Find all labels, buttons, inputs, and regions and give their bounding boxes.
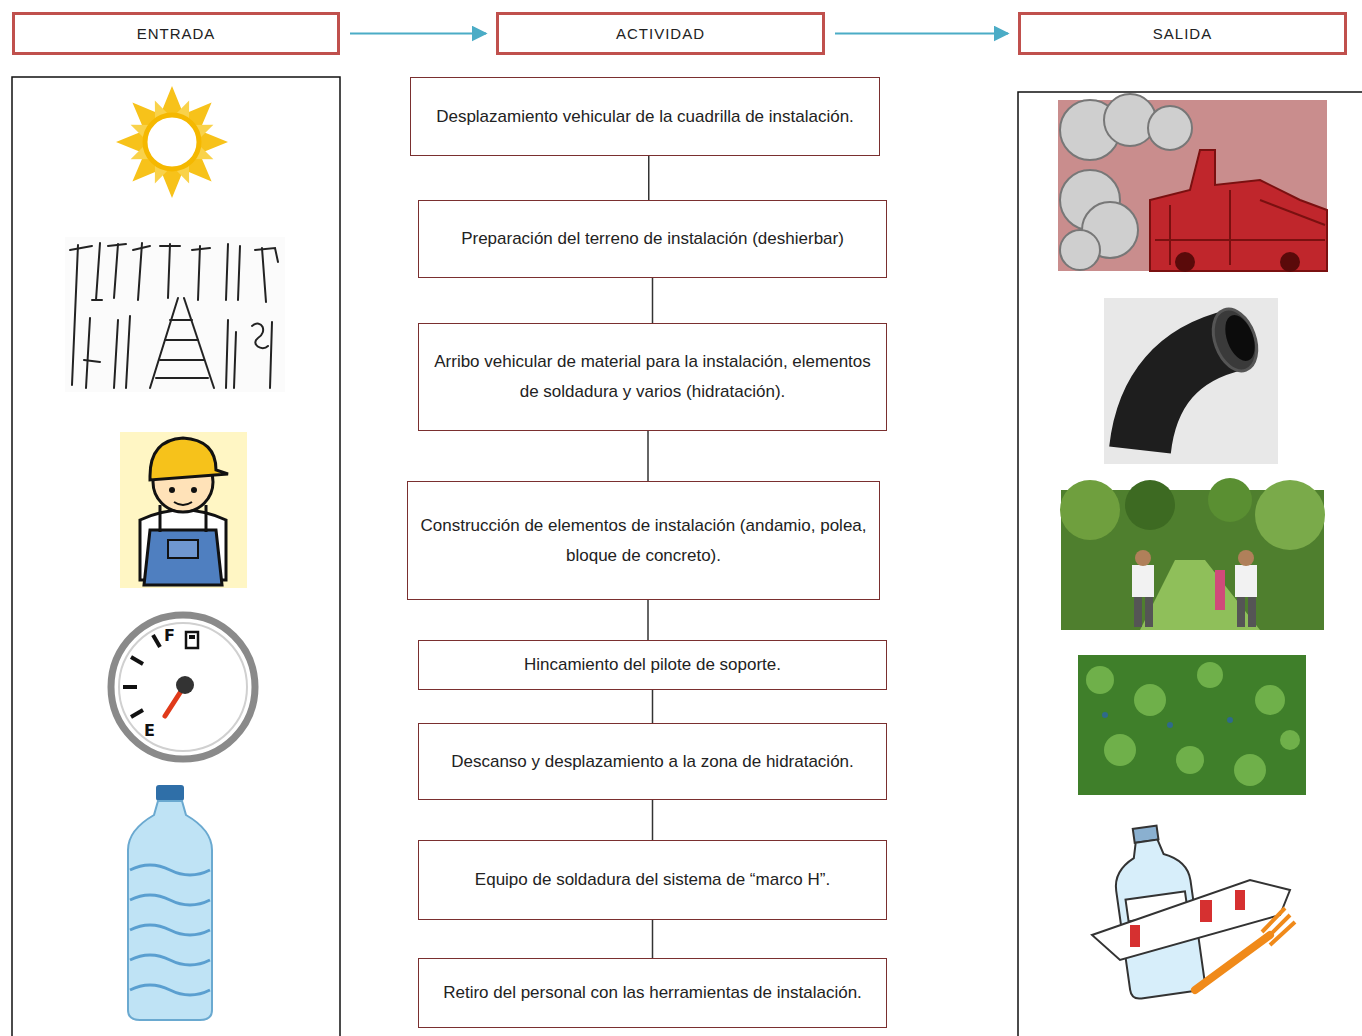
node-text: Desplazamiento vehicular de la cuadrilla… [436,102,854,132]
process-box: Construcción de elementos de instalación… [407,481,880,600]
node-text: SALIDA [1153,25,1212,42]
flow-line [652,800,654,840]
node-text: Hincamiento del pilote de soporte. [524,650,781,680]
gauge-letter: F [164,627,175,645]
process-box: Arribo vehicular de material para la ins… [418,323,887,431]
water-bottle-icon [128,785,212,1020]
header-box: ACTIVIDAD [496,12,825,55]
vegetation-photo [1078,655,1306,795]
flow-line [652,278,654,323]
flow-line [652,690,654,723]
smoke-truck-image [1058,94,1327,272]
flow-arrow [835,33,1008,35]
pipe-elbow-image [1104,298,1278,464]
flow-line [647,600,649,640]
node-text: ACTIVIDAD [616,25,705,42]
fuel-gauge-icon [111,615,255,759]
node-text: Retiro del personal con las herramientas… [443,978,862,1008]
process-box: Descanso y desplazamiento a la zona de h… [418,723,887,800]
node-text: Equipo de soldadura del sistema de “marc… [475,865,830,895]
process-box: Hincamiento del pilote de soporte. [418,640,887,690]
process-box: Preparación del terreno de instalación (… [418,200,887,278]
tools-icon [65,237,285,392]
forest-path-photo [1060,478,1325,630]
flow-line [652,920,654,958]
flow-line [648,156,650,200]
flow-line [647,431,649,481]
process-box: Equipo de soldadura del sistema de “marc… [418,840,887,920]
node-text: Arribo vehicular de material para la ins… [431,347,874,407]
output-panel [1018,92,1362,1036]
node-text: Preparación del terreno de instalación (… [461,224,844,254]
node-text: Construcción de elementos de instalación… [420,511,867,571]
flow-arrow [350,33,486,35]
process-box: Retiro del personal con las herramientas… [418,958,887,1028]
header-box: ENTRADA [12,12,340,55]
waste-icon [1092,822,1295,1000]
input-panel [12,77,340,1036]
worker-icon [120,432,247,588]
node-text: ENTRADA [137,25,216,42]
header-box: SALIDA [1018,12,1347,55]
sun-icon [113,83,230,200]
gauge-letter: E [144,722,155,740]
process-box: Desplazamiento vehicular de la cuadrilla… [410,77,880,156]
node-text: Descanso y desplazamiento a la zona de h… [451,747,854,777]
